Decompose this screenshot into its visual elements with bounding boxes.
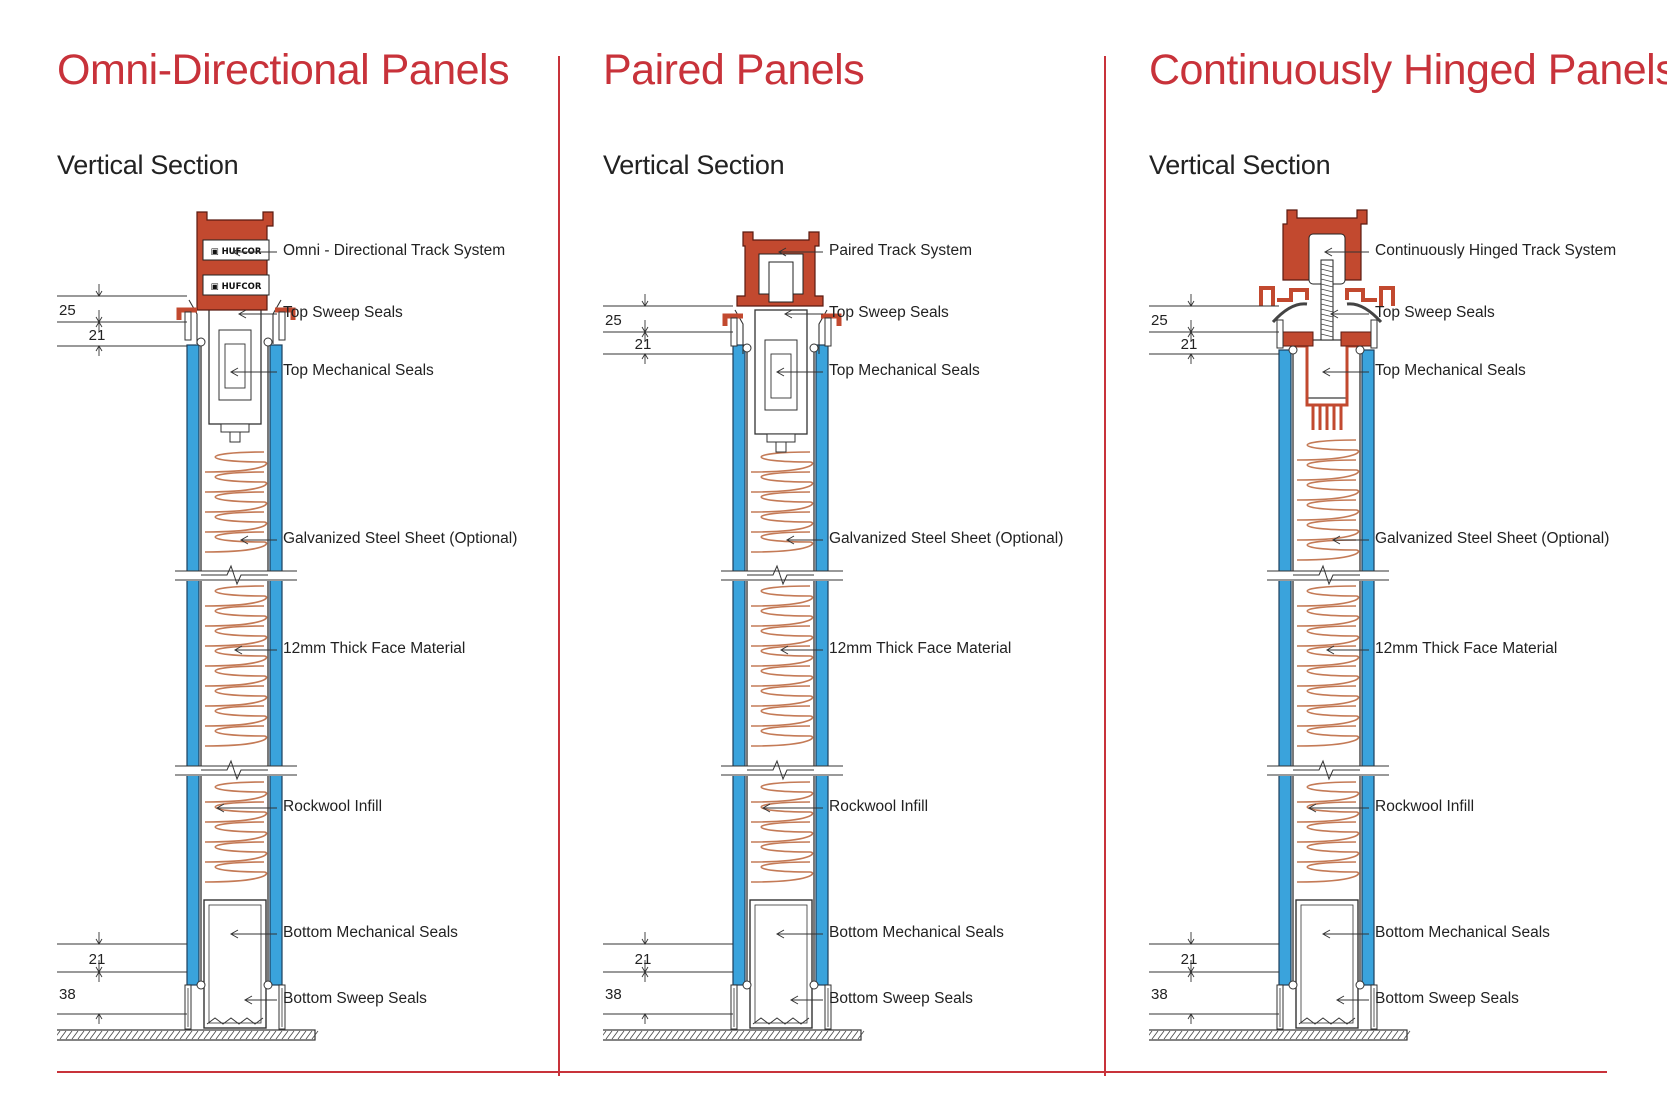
top-sweep-seals bbox=[184, 311, 286, 347]
vertical-section-drawing: 25 21 21 38 bbox=[1149, 209, 1411, 1041]
dimension-label: 38 bbox=[1151, 986, 1168, 1003]
brand-label: ▣ HUFCOR bbox=[211, 282, 262, 292]
panel-face-material bbox=[1278, 349, 1375, 986]
bottom-sweep-seals bbox=[730, 980, 832, 1030]
callout-steel: Galvanized Steel Sheet (Optional) bbox=[1375, 530, 1610, 547]
callout-infill: Rockwool Infill bbox=[283, 798, 383, 815]
bottom-rule bbox=[57, 1071, 1607, 1073]
dimension-label: 25 bbox=[1151, 312, 1168, 329]
column-title: Continuously Hinged Panels bbox=[1149, 46, 1667, 94]
panel-face-material bbox=[732, 344, 829, 986]
callout-track: Paired Track System bbox=[829, 242, 972, 259]
callout-top-mech: Top Mechanical Seals bbox=[283, 362, 434, 379]
track-system bbox=[722, 231, 842, 326]
callout-top-sweep: Top Sweep Seals bbox=[283, 304, 403, 321]
section-break-line bbox=[1267, 759, 1389, 781]
dimension-annotations: 25 21 21 38 bbox=[57, 284, 187, 1024]
track-system bbox=[1259, 209, 1395, 347]
callout-bottom-sweep: Bottom Sweep Seals bbox=[829, 990, 973, 1007]
rockwool-infill bbox=[204, 451, 268, 883]
callout-top-mech: Top Mechanical Seals bbox=[1375, 362, 1526, 379]
top-sweep-seals bbox=[730, 317, 832, 353]
section-break-line bbox=[175, 564, 297, 586]
callout-infill: Rockwool Infill bbox=[1375, 798, 1475, 815]
top-mechanical-seal-assembly bbox=[1293, 339, 1360, 430]
track-system: ▣ HUFCOR▣ HUFCOR bbox=[176, 211, 296, 320]
dimension-annotations: 25 21 21 38 bbox=[603, 294, 733, 1024]
top-mechanical-seal-assembly bbox=[188, 299, 282, 443]
column-subtitle: Vertical Section bbox=[57, 150, 239, 180]
callout-top-sweep: Top Sweep Seals bbox=[1375, 304, 1495, 321]
column-divider bbox=[1104, 56, 1106, 1076]
dimension-label: 38 bbox=[59, 986, 76, 1003]
callout-leaders bbox=[215, 247, 277, 1005]
callout-bottom-mech: Bottom Mechanical Seals bbox=[283, 924, 458, 941]
bottom-mechanical-seal-assembly bbox=[203, 899, 267, 1029]
column-subtitle: Vertical Section bbox=[603, 150, 785, 180]
bottom-sweep-seals bbox=[1276, 980, 1378, 1030]
callout-leaders bbox=[761, 247, 823, 1005]
section-break-line bbox=[721, 564, 843, 586]
vertical-section-drawing: 25 21 21 38 bbox=[603, 231, 865, 1041]
rockwool-infill bbox=[750, 451, 814, 883]
section-break-line bbox=[721, 759, 843, 781]
section-break-line bbox=[1267, 564, 1389, 586]
callout-face: 12mm Thick Face Material bbox=[1375, 640, 1558, 657]
bottom-mechanical-seal-assembly bbox=[749, 899, 813, 1029]
dimension-annotations: 25 21 21 38 bbox=[1149, 294, 1279, 1024]
callout-bottom-sweep: Bottom Sweep Seals bbox=[1375, 990, 1519, 1007]
dimension-label: 21 bbox=[1181, 951, 1198, 968]
callout-bottom-mech: Bottom Mechanical Seals bbox=[1375, 924, 1550, 941]
bottom-mechanical-seal-assembly bbox=[1295, 899, 1359, 1029]
panel-face-material bbox=[186, 344, 283, 986]
callout-bottom-mech: Bottom Mechanical Seals bbox=[829, 924, 1004, 941]
column-divider bbox=[558, 56, 560, 1076]
vertical-section-drawing: ▣ HUFCOR▣ HUFCOR 25 21 21 38 bbox=[57, 211, 319, 1041]
callout-track: Continuously Hinged Track System bbox=[1375, 242, 1617, 259]
callout-top-mech: Top Mechanical Seals bbox=[829, 362, 980, 379]
top-mechanical-seal-assembly bbox=[734, 309, 828, 453]
bottom-sweep-seals bbox=[184, 980, 286, 1030]
section-break-line bbox=[175, 759, 297, 781]
top-sweep-seals bbox=[1276, 319, 1378, 355]
dimension-label: 21 bbox=[1181, 336, 1198, 353]
callout-steel: Galvanized Steel Sheet (Optional) bbox=[283, 530, 518, 547]
dimension-label: 21 bbox=[89, 327, 106, 344]
column-title: Omni-Directional Panels bbox=[57, 46, 510, 94]
column-title: Paired Panels bbox=[603, 46, 865, 94]
dimension-label: 21 bbox=[89, 951, 106, 968]
dimension-label: 38 bbox=[605, 986, 622, 1003]
dimension-label: 25 bbox=[59, 302, 76, 319]
dimension-label: 21 bbox=[635, 336, 652, 353]
floor-slab bbox=[603, 1029, 865, 1041]
column-subtitle: Vertical Section bbox=[1149, 150, 1331, 180]
callout-track: Omni - Directional Track System bbox=[283, 242, 506, 259]
floor-slab bbox=[57, 1029, 319, 1041]
callout-face: 12mm Thick Face Material bbox=[283, 640, 466, 657]
dimension-label: 25 bbox=[605, 312, 622, 329]
callout-steel: Galvanized Steel Sheet (Optional) bbox=[829, 530, 1064, 547]
callout-bottom-sweep: Bottom Sweep Seals bbox=[283, 990, 427, 1007]
callout-top-sweep: Top Sweep Seals bbox=[829, 304, 949, 321]
callout-leaders bbox=[1307, 247, 1369, 1005]
floor-slab bbox=[1149, 1029, 1411, 1041]
callout-face: 12mm Thick Face Material bbox=[829, 640, 1012, 657]
dimension-label: 21 bbox=[635, 951, 652, 968]
rockwool-infill bbox=[1296, 439, 1360, 883]
callout-infill: Rockwool Infill bbox=[829, 798, 929, 815]
